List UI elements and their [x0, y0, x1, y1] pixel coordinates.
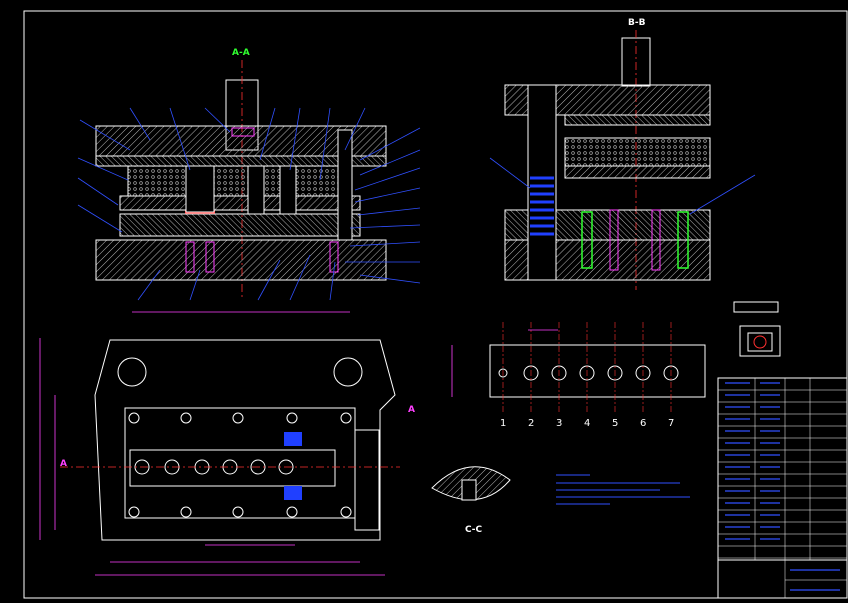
bolt: [677, 211, 689, 269]
die-holes: [128, 412, 352, 518]
view-arrow-a-right: A: [408, 405, 415, 415]
lower-die-plate: [95, 239, 387, 281]
part-detail: [733, 301, 781, 357]
punch: [185, 165, 215, 213]
leader-line: [689, 174, 756, 215]
rubber-block: [564, 137, 711, 167]
strip-holes: [498, 365, 679, 381]
plan-view: A A: [39, 311, 415, 576]
bill-of-materials: [717, 377, 848, 599]
view-arrow-a: A: [60, 459, 67, 469]
section-aa-label: A-A: [232, 48, 250, 58]
stop-block: [284, 486, 302, 500]
bom-text: [725, 382, 840, 591]
part-side: [733, 301, 779, 313]
bolt: [581, 211, 593, 269]
stripper-rubber: [127, 165, 349, 197]
section-cc-view: C-C: [431, 466, 511, 535]
station-number: 4: [584, 418, 590, 429]
station-number: 7: [668, 418, 674, 429]
strip-layout: 1 2 3 4 5 6 7: [451, 322, 706, 429]
bom-table: [717, 377, 848, 599]
punch: [279, 165, 297, 215]
guide-pin: [337, 129, 353, 241]
section-bb-label: B-B: [628, 18, 646, 28]
part-outline: [739, 325, 781, 357]
guide-hole-right: [333, 357, 363, 387]
stripper-plate: [119, 195, 361, 211]
strip-outline: [489, 344, 706, 398]
station-number: 5: [612, 418, 618, 429]
station-number: 2: [528, 418, 534, 429]
leader-line: [489, 157, 531, 189]
screw-mark: [231, 127, 255, 137]
ejector-pin: [205, 241, 215, 273]
technical-notes: [556, 474, 690, 505]
guide-post: [527, 84, 557, 281]
station-number: 6: [640, 418, 646, 429]
section-bb-view: B-B: [489, 18, 756, 290]
die-plate: [119, 213, 361, 237]
side-guide: [354, 429, 380, 531]
ejector-pin: [651, 209, 661, 271]
part-inner: [747, 332, 773, 352]
station-number: 1: [500, 418, 506, 429]
section-cc-hole: [461, 479, 477, 501]
plan-dimensions: [39, 311, 385, 576]
lower-die-outline: [94, 339, 396, 541]
part-hole: [753, 335, 767, 349]
title-block: [717, 559, 848, 599]
guide-hole-left: [117, 357, 147, 387]
die-plate-outline: [124, 407, 356, 519]
spring-coil: [530, 176, 554, 236]
station-number: 3: [556, 418, 562, 429]
section-cc-label: C-C: [465, 525, 483, 535]
leader-lines: [77, 107, 421, 301]
strip-dimensions: [451, 329, 558, 397]
drawing-frame: [23, 10, 848, 599]
punch: [247, 165, 265, 215]
strip-channel: [129, 449, 336, 487]
stripper: [564, 165, 711, 179]
section-aa-view: A-A: [77, 48, 421, 301]
punch-holder: [564, 114, 711, 126]
ejector-pin: [609, 209, 619, 271]
ejector-pin: [185, 241, 195, 273]
stop-block: [284, 432, 302, 446]
